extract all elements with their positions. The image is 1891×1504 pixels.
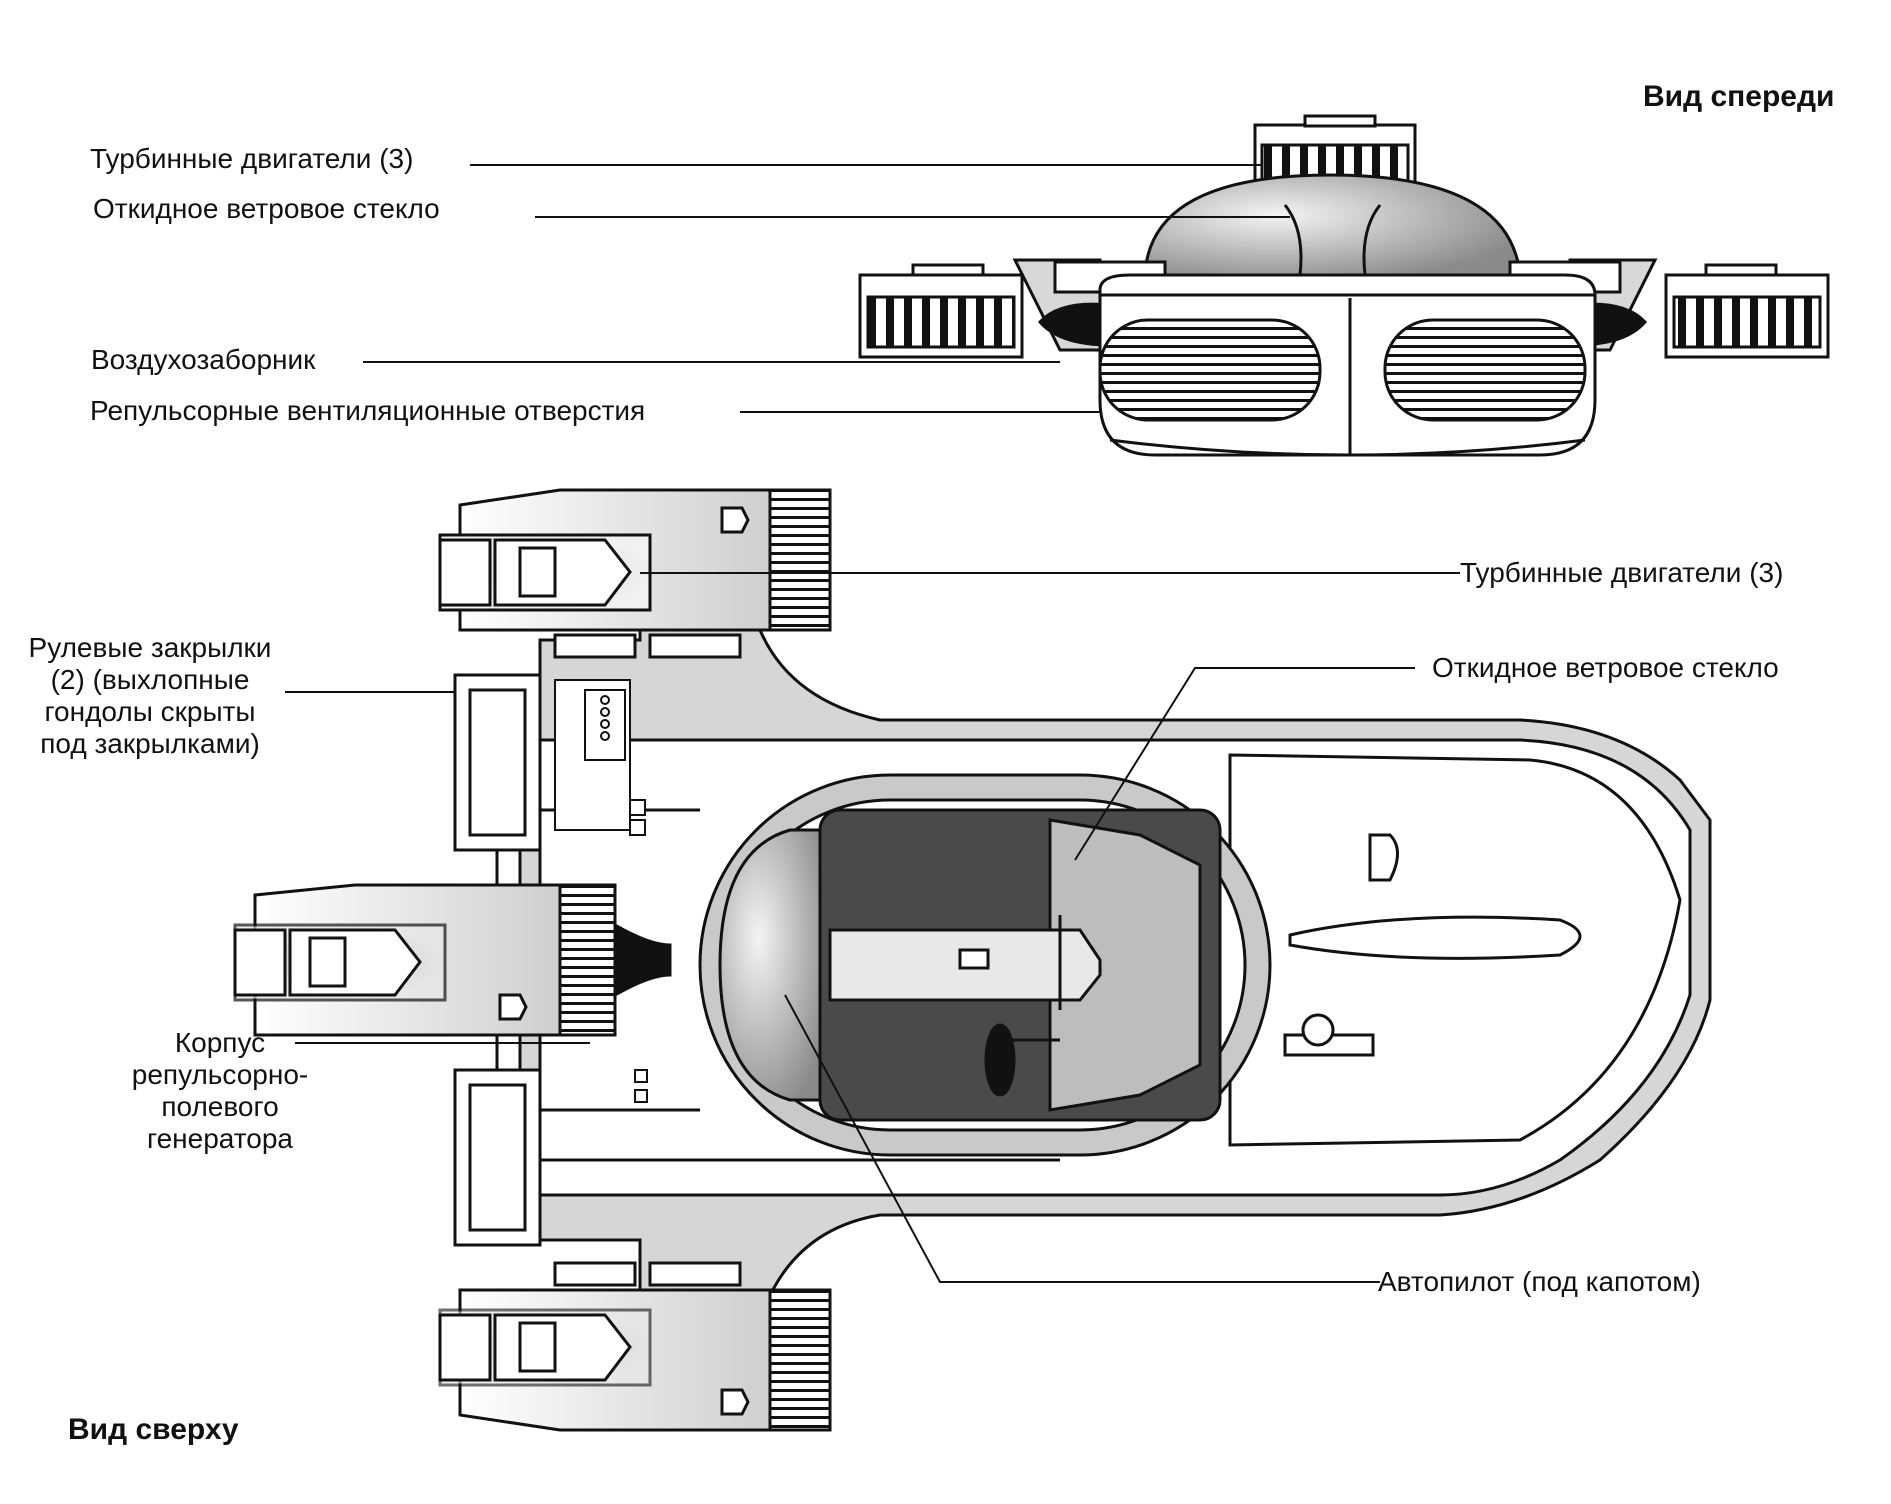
- top-label-windshield: Откидное ветровое стекло: [1432, 652, 1779, 683]
- front-view-leaders: [363, 164, 1290, 413]
- top-label-autopilot: Автопилот (под капотом): [1378, 1266, 1701, 1297]
- front-view-drawing: [858, 114, 1830, 457]
- front-label-repulsor-vents: Репульсорные вентиляционные отверстия: [90, 395, 646, 426]
- top-steering-control: [984, 1023, 1016, 1097]
- top-view-title: Вид сверху: [68, 1413, 239, 1446]
- top-label-steering-flaps: Рулевые закрылки (2) (выхлопные гондолы …: [28, 632, 272, 759]
- top-label-turbines: Турбинные двигатели (3): [1460, 557, 1784, 588]
- top-view-leaders: [285, 572, 1460, 1283]
- front-label-turbines: Турбинные двигатели (3): [90, 143, 414, 174]
- top-control-linkage: [554, 679, 648, 1103]
- front-label-windshield: Откидное ветровое стекло: [93, 193, 440, 224]
- top-turbine-lower: [438, 1288, 832, 1432]
- front-windshield-dome: [1143, 173, 1522, 277]
- top-windshield: [718, 828, 832, 1102]
- top-turbine-upper: [438, 488, 832, 632]
- top-turbine-middle: [233, 883, 672, 1037]
- top-label-repulsor-housing: Корпус репульсорно- полевого генератора: [131, 1027, 309, 1154]
- top-view-drawing: [233, 488, 1712, 1432]
- front-repulsor-vent-left: [1098, 318, 1322, 422]
- front-repulsor-vent-right: [1383, 318, 1587, 422]
- front-view-title: Вид спереди: [1643, 80, 1835, 113]
- front-label-air-intake: Воздухозаборник: [91, 344, 316, 375]
